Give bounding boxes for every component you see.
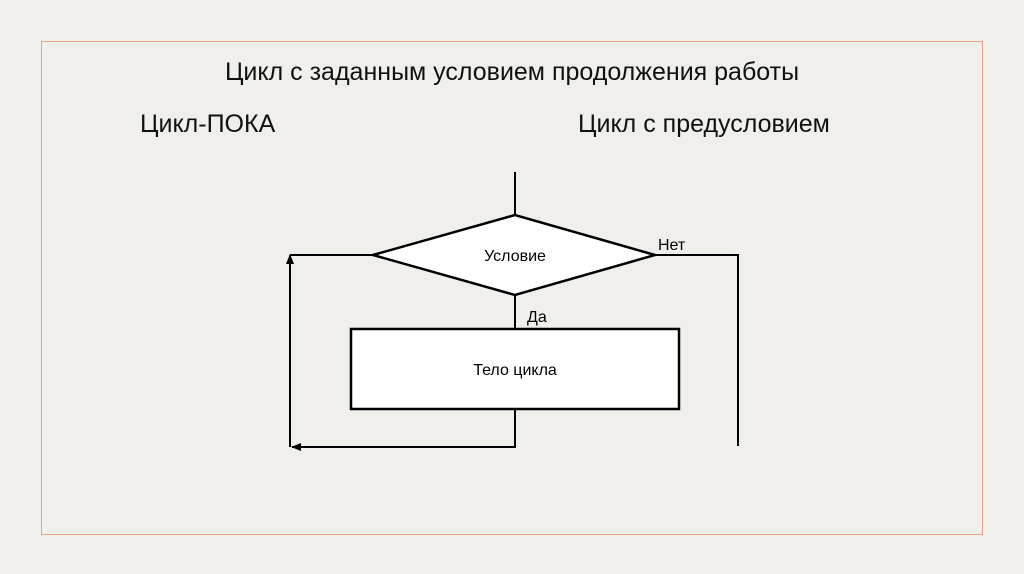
exit-path: [655, 254, 739, 446]
slide-title: Цикл с заданным условием продолжения раб…: [224, 58, 800, 86]
yes-label: Да: [527, 309, 547, 326]
condition-label: Условие: [484, 248, 546, 265]
heading-while-loop: Цикл-ПОКА: [140, 110, 276, 138]
loop-body-label: Тело цикла: [473, 362, 557, 379]
slide-frame: [41, 41, 983, 535]
return-path: [291, 409, 516, 451]
no-label: Нет: [658, 237, 686, 254]
heading-precondition-loop: Цикл с предусловием: [578, 110, 830, 138]
loop-body-box: [349, 327, 681, 411]
